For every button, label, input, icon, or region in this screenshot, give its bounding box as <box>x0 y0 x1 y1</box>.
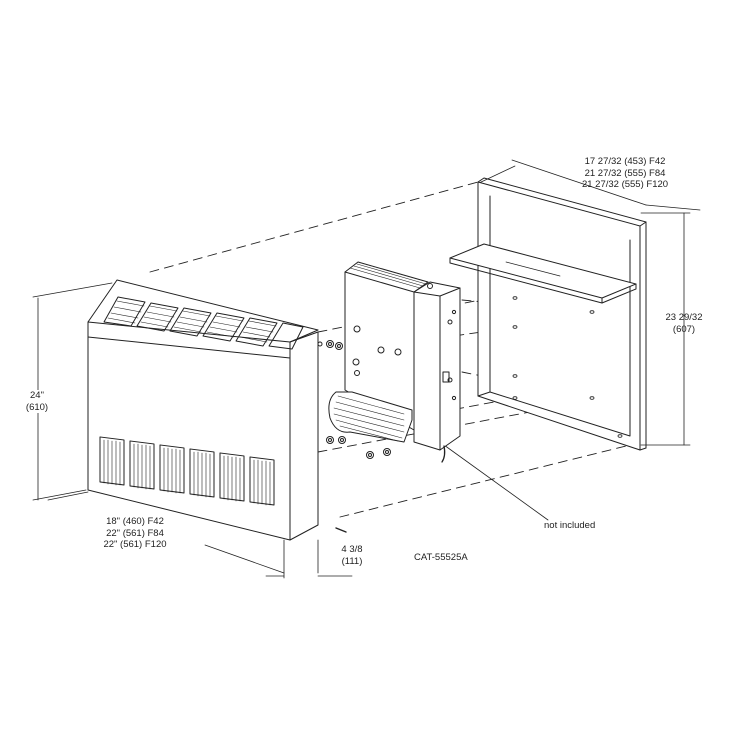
top-width-f84: 21 27/32 (555) F84 <box>584 167 666 179</box>
top-louvre-grille <box>103 296 304 350</box>
front-height-inches: 24" <box>30 390 44 401</box>
top-width-f42: 17 27/32 (453) F42 <box>584 156 666 167</box>
dimension-lines <box>32 159 701 579</box>
top-width-dimension: 17 27/32 (453) F42 21 27/32 (555) F84 21… <box>560 156 690 191</box>
back-mounting-panel <box>449 177 647 451</box>
bottom-louvre-grille <box>99 436 275 506</box>
depth-dimension: 4 3/8 (111) <box>328 544 376 567</box>
front-height-mm: (610) <box>25 401 49 413</box>
not-included-callout: not included <box>544 520 596 531</box>
cabinet-cover <box>87 279 319 541</box>
bottom-width-f120: 22" (561) F120 <box>103 539 167 550</box>
back-height-inches: 23 29/32 <box>665 312 703 323</box>
back-height-dimension: 23 29/32 (607) <box>646 312 722 335</box>
top-width-f120: 21 27/32 (555) F120 <box>581 179 669 190</box>
bottom-width-f42: 18" (460) F42 <box>106 516 164 527</box>
figure-id: CAT-55525A <box>414 552 468 563</box>
front-height-dimension: 24" (610) <box>14 390 60 413</box>
bottom-width-dimension: 18" (460) F42 22" (561) F84 22" (561) F1… <box>80 516 190 551</box>
depth-mm: (111) <box>341 555 363 567</box>
heater-chassis <box>317 261 461 533</box>
bottom-width-f84: 22" (561) F84 <box>106 527 164 539</box>
depth-inches: 4 3/8 <box>341 544 363 555</box>
back-height-mm: (607) <box>672 323 696 335</box>
